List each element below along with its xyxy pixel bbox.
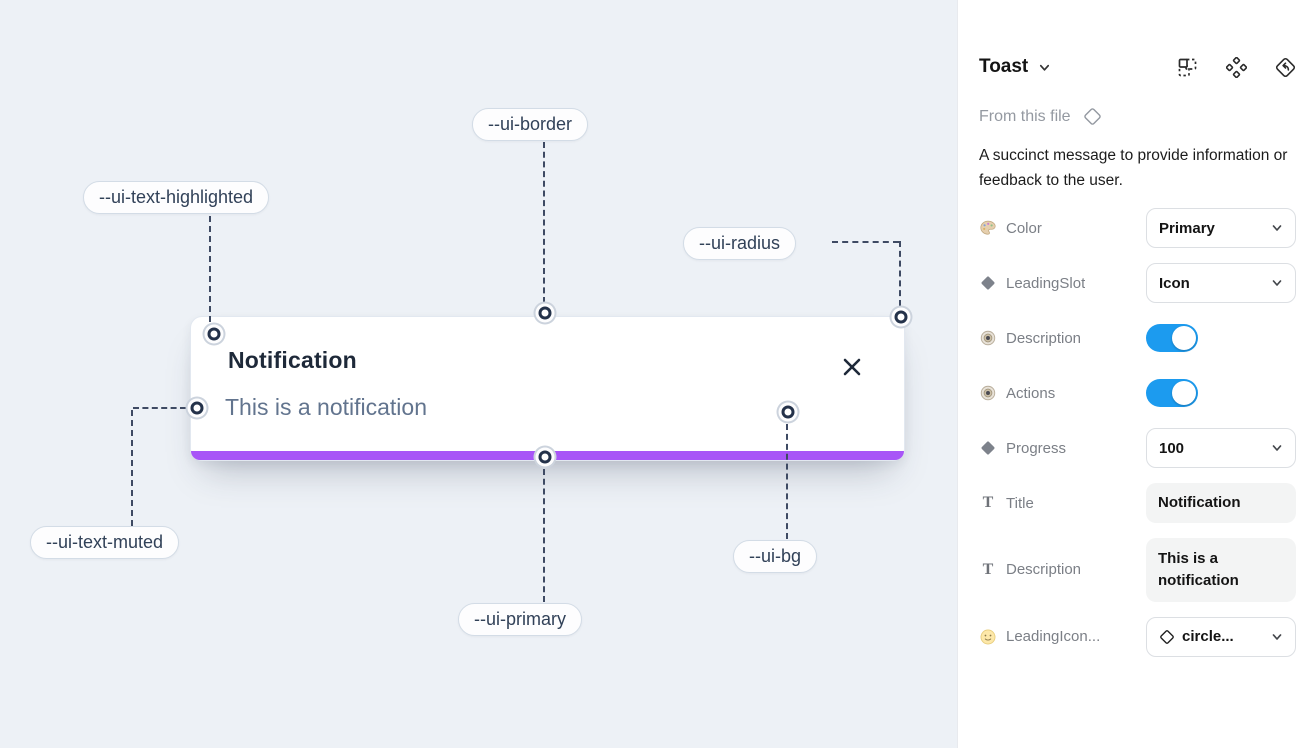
- connector-line: [209, 216, 211, 322]
- property-control: Notification: [1146, 483, 1296, 524]
- property-label: Progress: [979, 439, 1066, 457]
- component-description: A succinct message to provide informatio…: [979, 147, 1288, 190]
- connector-line: [131, 410, 133, 526]
- property-control: This is a notification: [1146, 538, 1296, 602]
- annotation-label-ui-radius[interactable]: --ui-radius: [683, 227, 797, 260]
- properties-panel: Toast: [957, 0, 1312, 748]
- connector-line: [543, 142, 545, 303]
- smiley-icon: [980, 629, 996, 645]
- annotation-label-ui-text-muted[interactable]: --ui-text-muted: [30, 526, 180, 559]
- property-row-title: T Title Notification: [979, 483, 1296, 524]
- design-canvas[interactable]: Notification This is a notification --ui…: [0, 0, 957, 748]
- diamond-icon: [981, 276, 995, 290]
- property-label: LeadingSlot: [979, 274, 1085, 292]
- property-control: [1146, 324, 1296, 353]
- annotation-label-ui-bg[interactable]: --ui-bg: [733, 540, 818, 573]
- annotation-label-ui-border[interactable]: --ui-border: [472, 108, 589, 141]
- property-label-text: Description: [1006, 561, 1082, 579]
- annotation-label-ui-text-highlighted[interactable]: --ui-text-highlighted: [83, 181, 270, 214]
- property-label: T Description: [979, 561, 1081, 579]
- description-field[interactable]: This is a notification: [1146, 538, 1296, 602]
- chevron-down-icon: [1271, 442, 1283, 454]
- connector-dot-text-highlighted[interactable]: [207, 327, 221, 341]
- connector-line: [543, 469, 545, 602]
- title-field[interactable]: Notification: [1146, 483, 1296, 524]
- source-label: From this file: [979, 107, 1071, 125]
- text-icon: T: [982, 494, 994, 512]
- toggle-knob: [1172, 381, 1196, 406]
- connector-line: [899, 241, 901, 306]
- connector-dot-bg[interactable]: [781, 405, 795, 419]
- connector-line: [786, 424, 788, 539]
- toggle-knob: [1172, 326, 1196, 351]
- property-row-description: Description: [979, 318, 1296, 358]
- chevron-down-icon: [1271, 222, 1283, 234]
- property-label-text: LeadingSlot: [1006, 274, 1086, 292]
- instance-swap-icon[interactable]: [1177, 57, 1198, 78]
- property-label-text: Title: [1006, 494, 1034, 512]
- chevron-down-icon[interactable]: [1038, 61, 1051, 74]
- property-label-text: Actions: [1006, 384, 1056, 402]
- annotation-label-ui-primary[interactable]: --ui-primary: [458, 603, 582, 636]
- property-row-description: T Description This is a notification: [979, 538, 1296, 602]
- property-control: Primary: [1146, 208, 1296, 249]
- description-toggle[interactable]: [1146, 324, 1198, 353]
- property-row-leadingicon: LeadingIcon... circle...: [979, 616, 1296, 657]
- property-label: Description: [979, 329, 1081, 347]
- property-label: Color: [979, 219, 1042, 237]
- text-icon: T: [982, 560, 994, 578]
- property-control: 100: [1146, 428, 1296, 469]
- actions-toggle[interactable]: [1146, 379, 1198, 408]
- property-row-actions: Actions: [979, 373, 1296, 413]
- property-control: [1146, 379, 1296, 408]
- diamond-icon: [981, 441, 995, 455]
- property-label-text: Progress: [1006, 439, 1067, 457]
- property-row-progress: Progress 100: [979, 428, 1296, 469]
- eye-icon: [980, 386, 996, 401]
- property-label-text: Description: [1006, 329, 1082, 347]
- progress-select[interactable]: 100: [1146, 428, 1296, 469]
- property-label-text: LeadingIcon...: [1006, 628, 1101, 646]
- leadingslot-select[interactable]: Icon: [1146, 263, 1296, 304]
- connector-line: [832, 241, 899, 243]
- connector-dot-primary[interactable]: [538, 450, 552, 464]
- leadingicon-select[interactable]: circle...: [1146, 616, 1296, 657]
- property-label-text: Color: [1006, 219, 1042, 237]
- property-row-leadingslot: LeadingSlot Icon: [979, 263, 1296, 304]
- property-control: Icon: [1146, 263, 1296, 304]
- eye-icon: [980, 331, 996, 346]
- diamond-outline-icon: [1159, 629, 1175, 645]
- connector-dot-border[interactable]: [538, 306, 552, 320]
- property-row-color: Color Primary: [979, 208, 1296, 249]
- select-value: Primary: [1159, 219, 1215, 237]
- component-icon[interactable]: [1225, 56, 1248, 78]
- property-control: circle...: [1146, 616, 1296, 657]
- select-value: circle...: [1182, 628, 1234, 646]
- connector-line: [133, 407, 186, 409]
- connector-dot-radius[interactable]: [894, 310, 908, 324]
- component-title[interactable]: Toast: [979, 56, 1029, 77]
- color-select[interactable]: Primary: [1146, 208, 1296, 249]
- close-icon[interactable]: [840, 355, 864, 379]
- connector-dot-text-muted[interactable]: [190, 401, 204, 415]
- property-label: T Title: [979, 494, 1034, 512]
- toast-component[interactable]: Notification This is a notification: [190, 316, 905, 461]
- palette-icon: [980, 221, 996, 235]
- property-label: Actions: [979, 384, 1055, 402]
- chevron-down-icon: [1271, 631, 1283, 643]
- toast-description: This is a notification: [225, 394, 427, 420]
- diamond-outline-icon: [1083, 107, 1102, 126]
- select-value: Icon: [1159, 274, 1190, 292]
- chevron-down-icon: [1271, 277, 1283, 289]
- go-to-main-component-icon[interactable]: [1275, 57, 1296, 78]
- select-value: 100: [1159, 439, 1185, 457]
- property-label: LeadingIcon...: [979, 628, 1100, 646]
- toast-title: Notification: [228, 347, 357, 373]
